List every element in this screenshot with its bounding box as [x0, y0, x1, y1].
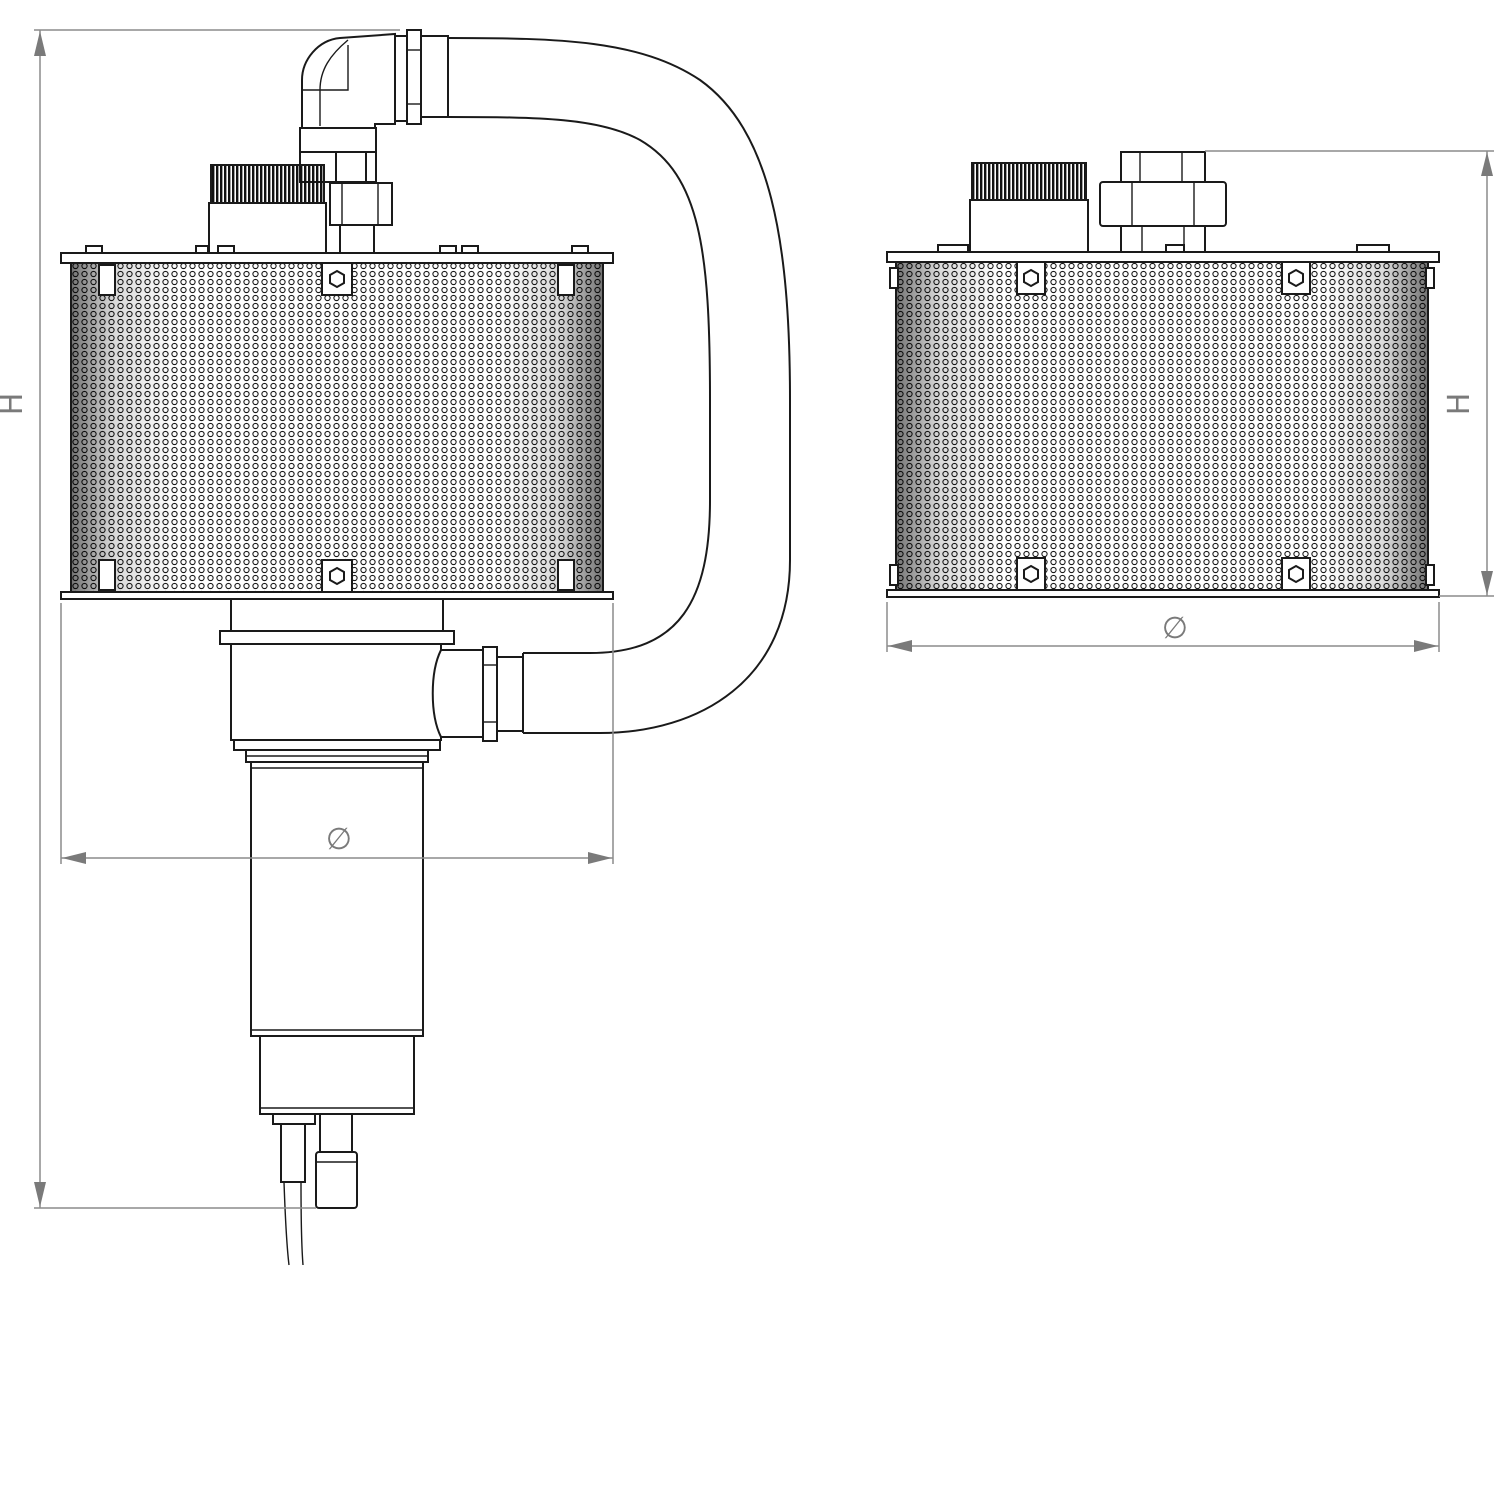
clip-icon — [98, 264, 575, 591]
cable-gland — [272, 1113, 316, 1266]
diameter-label: ∅ — [326, 822, 352, 857]
top-plate — [60, 245, 614, 264]
threaded-outlet — [208, 164, 327, 254]
height-label: H — [0, 393, 30, 416]
union-fitting — [1099, 151, 1227, 253]
dimension-diameter-right: ∅ — [886, 602, 1440, 652]
dimension-height-left: H — [0, 29, 400, 1209]
hex-bolt-icon — [1281, 261, 1311, 295]
motor-body — [250, 761, 424, 1115]
perforated-screen — [70, 262, 604, 593]
hex-bolt-icon — [321, 262, 353, 296]
bottom-plate — [60, 591, 614, 600]
height-label: H — [1442, 393, 1477, 416]
hex-bolt-icon — [321, 559, 353, 593]
pump-assembly — [60, 29, 791, 1266]
dimension-height-right: H — [1205, 150, 1494, 597]
drain-fitting — [315, 1113, 358, 1209]
pump-housing — [219, 598, 524, 763]
hex-bolt-icon — [1281, 557, 1311, 591]
hex-bolt-icon — [1016, 261, 1046, 295]
filter-unit-side-view — [886, 151, 1440, 598]
diameter-label: ∅ — [1162, 611, 1188, 646]
dimension-diameter-left: ∅ — [60, 603, 614, 864]
elbow-fitting — [299, 29, 449, 254]
hex-bolt-icon — [1016, 557, 1046, 591]
